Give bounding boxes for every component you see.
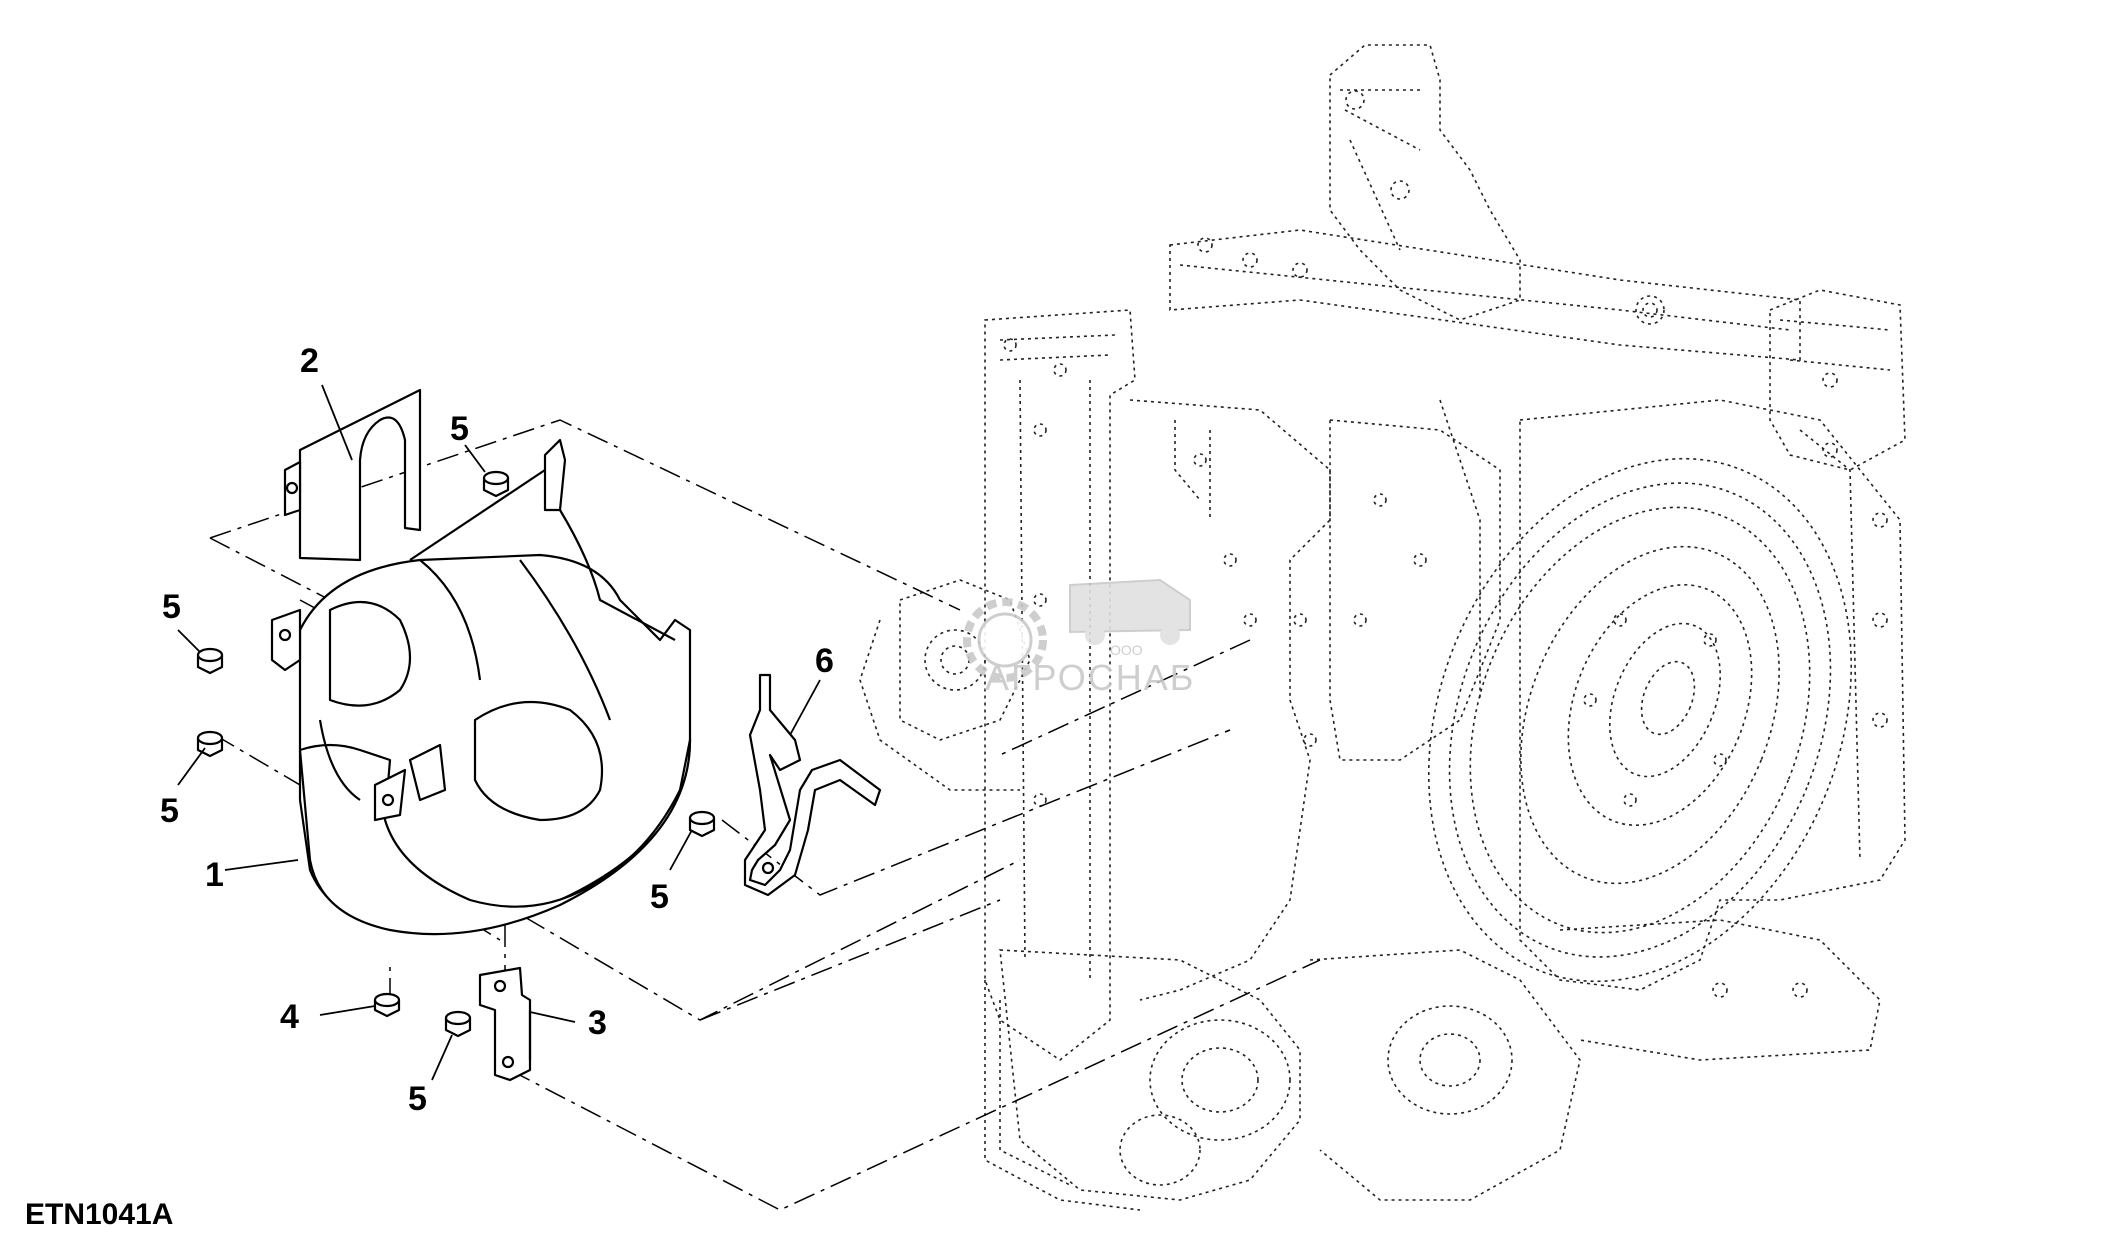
callout-3: 3 [588, 1004, 607, 1042]
harvester-icon [1069, 578, 1191, 645]
callout-5c: 5 [160, 792, 179, 830]
part-4-nut [373, 992, 401, 1018]
engine-housing-phantom [859, 44, 1906, 1211]
part-2-shield-plate [283, 388, 422, 562]
callout-5d: 5 [650, 878, 669, 916]
callout-1: 1 [205, 856, 224, 894]
callout-6: 6 [815, 642, 834, 680]
part-5-bolts [196, 470, 716, 1038]
figure-id: ETN1041A [25, 1198, 173, 1231]
callout-4: 4 [280, 998, 299, 1036]
part-1-cover [270, 438, 692, 936]
callout-5b: 5 [162, 588, 181, 626]
gear-logo-icon [963, 598, 1047, 682]
watermark-name: АГРОСНАБ [985, 657, 1195, 698]
bolt-5e [444, 1010, 472, 1038]
callout-2: 2 [300, 342, 319, 380]
watermark-prefix: ООО [1110, 642, 1143, 658]
agrosnab-watermark: ООО АГРОСНАБ [963, 578, 1195, 698]
bolt-5c [196, 730, 224, 758]
part-3-lower-bracket [478, 966, 532, 1082]
callouts: 2 5 5 5 1 6 5 4 3 5 [160, 342, 834, 1118]
bolt-5d [688, 810, 716, 838]
bolt-5a [482, 470, 510, 498]
part-6-wire-bracket [743, 673, 882, 897]
callout-5a: 5 [450, 410, 469, 448]
bolt-5b [196, 647, 224, 675]
callout-5e: 5 [408, 1080, 427, 1118]
leader-lines [177, 384, 821, 1081]
